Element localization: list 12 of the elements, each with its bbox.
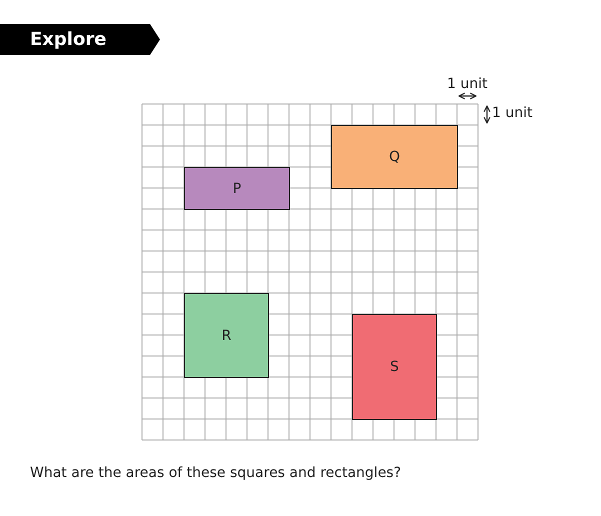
rectangle-shape [331, 125, 458, 189]
dimension-label: 1 unit [492, 105, 532, 121]
title-banner: Explore [0, 24, 160, 55]
dimension-label: 1 unit [447, 76, 488, 92]
rectangle-shape [352, 314, 437, 420]
shape-letter: R [222, 328, 232, 344]
shape-letter: Q [388, 149, 400, 165]
question-text: What are the areas of these squares and rectangles? [30, 465, 402, 481]
shape-letter: S [390, 359, 399, 375]
rectangle-shape [184, 167, 290, 210]
shape-letter: P [232, 180, 242, 196]
rectangle-shape [184, 293, 269, 378]
